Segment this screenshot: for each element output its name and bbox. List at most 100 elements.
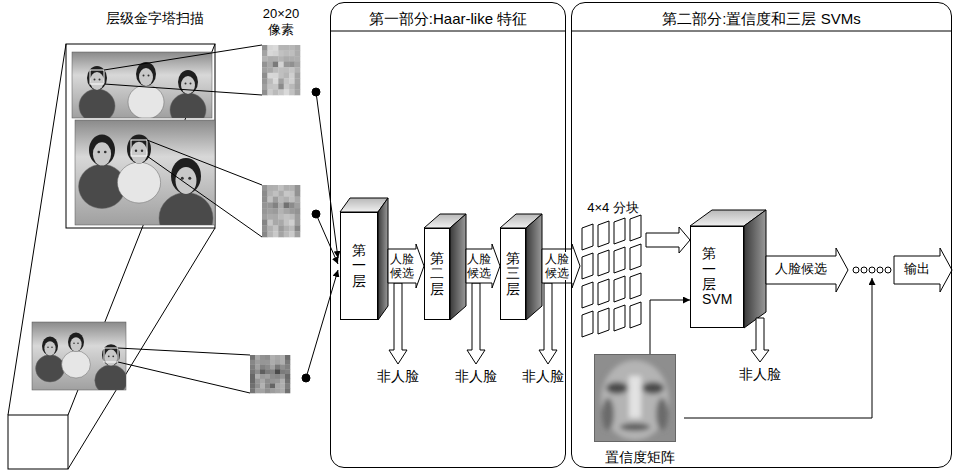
patch-pixel <box>267 67 273 73</box>
pixel-patch <box>262 185 300 237</box>
patch-pixel <box>265 374 270 379</box>
patch-pixel <box>267 214 273 220</box>
patch-pixel <box>285 384 290 389</box>
patch-pixel <box>250 360 255 365</box>
matrix-label: 置信度矩阵 <box>605 449 675 466</box>
patch-pixel <box>260 369 265 374</box>
patch-pixel <box>267 45 273 51</box>
patch-pixel <box>284 78 290 84</box>
patch-pixel <box>289 214 295 220</box>
patch-pixel <box>260 374 265 379</box>
output-label: 输出 <box>904 261 930 277</box>
patch-pixel <box>275 369 280 374</box>
zoom-line <box>147 140 262 185</box>
continuation-dot <box>861 267 867 273</box>
person-face <box>93 142 111 165</box>
person-eye <box>77 342 79 344</box>
patch-pixel <box>255 388 260 393</box>
patch-pixel <box>284 197 290 203</box>
patch-pixel <box>284 51 290 57</box>
grid-tile <box>582 282 593 308</box>
patch-pixel <box>295 191 301 197</box>
patch-pixel <box>262 45 268 51</box>
group-photo <box>75 120 215 225</box>
patch-pixel <box>262 185 268 191</box>
patch-pixel <box>262 51 268 57</box>
section-panel: 第二部分:置信度和三层 SVMs4×4 分块第一层 SVM置信度矩阵 <box>571 2 952 468</box>
candidate-arrow <box>542 244 580 288</box>
patch-pixel <box>289 51 295 57</box>
patch-pixel <box>262 202 268 208</box>
continuation-dot <box>877 267 883 273</box>
person-hair <box>42 336 58 355</box>
patch-pixel <box>289 202 295 208</box>
matrix-face <box>601 360 669 440</box>
person-eye <box>141 150 143 152</box>
person-eye <box>190 83 192 85</box>
patch-pixel <box>285 365 290 370</box>
patch-pixel <box>262 214 268 220</box>
patch-pixel <box>278 45 284 51</box>
patch-pixel <box>273 191 279 197</box>
candidate-arrow <box>388 244 424 288</box>
section-panel: 第一部分:Haar-like 特征第一层第二层第三层 <box>330 2 566 468</box>
patch-pixel <box>273 231 279 237</box>
patch-pixel <box>275 355 280 360</box>
patch-pixel <box>273 45 279 51</box>
cascade-layer: 第二层 <box>424 228 450 320</box>
patch-pixel <box>289 84 295 90</box>
reject-label: 非人脸 <box>377 368 419 385</box>
matrix-blob <box>620 423 650 431</box>
patch-pixel <box>270 388 275 393</box>
person-eye <box>73 342 75 344</box>
person-eye <box>99 79 101 81</box>
patch-pixel <box>250 388 255 393</box>
pixel-patch <box>262 45 300 95</box>
patch-pixel <box>262 56 268 62</box>
patch-pixel <box>278 225 284 231</box>
person-body <box>95 365 126 390</box>
patch-pixel <box>270 369 275 374</box>
zoom-line <box>147 156 262 237</box>
person-eye <box>51 346 53 348</box>
patch-pixel <box>255 365 260 370</box>
svm-label: 第一层 SVM <box>702 246 716 308</box>
patch-pixel <box>250 355 255 360</box>
patch-pixel <box>278 73 284 79</box>
edge-label: 人脸候选 <box>545 252 569 280</box>
person-face <box>181 76 195 94</box>
patch-pixel <box>278 51 284 57</box>
scan-window <box>90 70 104 84</box>
patch-pixel <box>278 84 284 90</box>
patch-pixel <box>278 62 284 68</box>
patch-pixel <box>278 185 284 191</box>
photo-border <box>32 322 126 390</box>
patch-pixel <box>267 197 273 203</box>
reject-arrow <box>467 283 485 364</box>
patch-pixel <box>270 379 275 384</box>
patch-pixel <box>267 225 273 231</box>
matrix-image <box>594 354 676 442</box>
patch-pixel <box>284 202 290 208</box>
patch-pixel <box>267 78 273 84</box>
photo-border <box>72 52 212 118</box>
patch-pixel <box>275 384 280 389</box>
patch-pixel <box>275 388 280 393</box>
patch-pixel <box>262 84 268 90</box>
patch-pixel <box>280 355 285 360</box>
tile-grid <box>580 200 646 342</box>
patch-pixel <box>273 78 279 84</box>
patch-pixel <box>260 388 265 393</box>
patch-pixel <box>284 73 290 79</box>
patch-pixel <box>278 214 284 220</box>
candidate-arrow <box>466 244 500 288</box>
box-side-face <box>526 214 542 320</box>
person-eye <box>104 151 107 154</box>
grid-tile <box>582 253 593 279</box>
patch-pixel <box>284 185 290 191</box>
patch-pixel <box>280 374 285 379</box>
grid-tile <box>598 250 609 276</box>
patch-pixel <box>260 379 265 384</box>
reject-label: 非人脸 <box>455 368 497 385</box>
photo-border <box>75 120 215 225</box>
